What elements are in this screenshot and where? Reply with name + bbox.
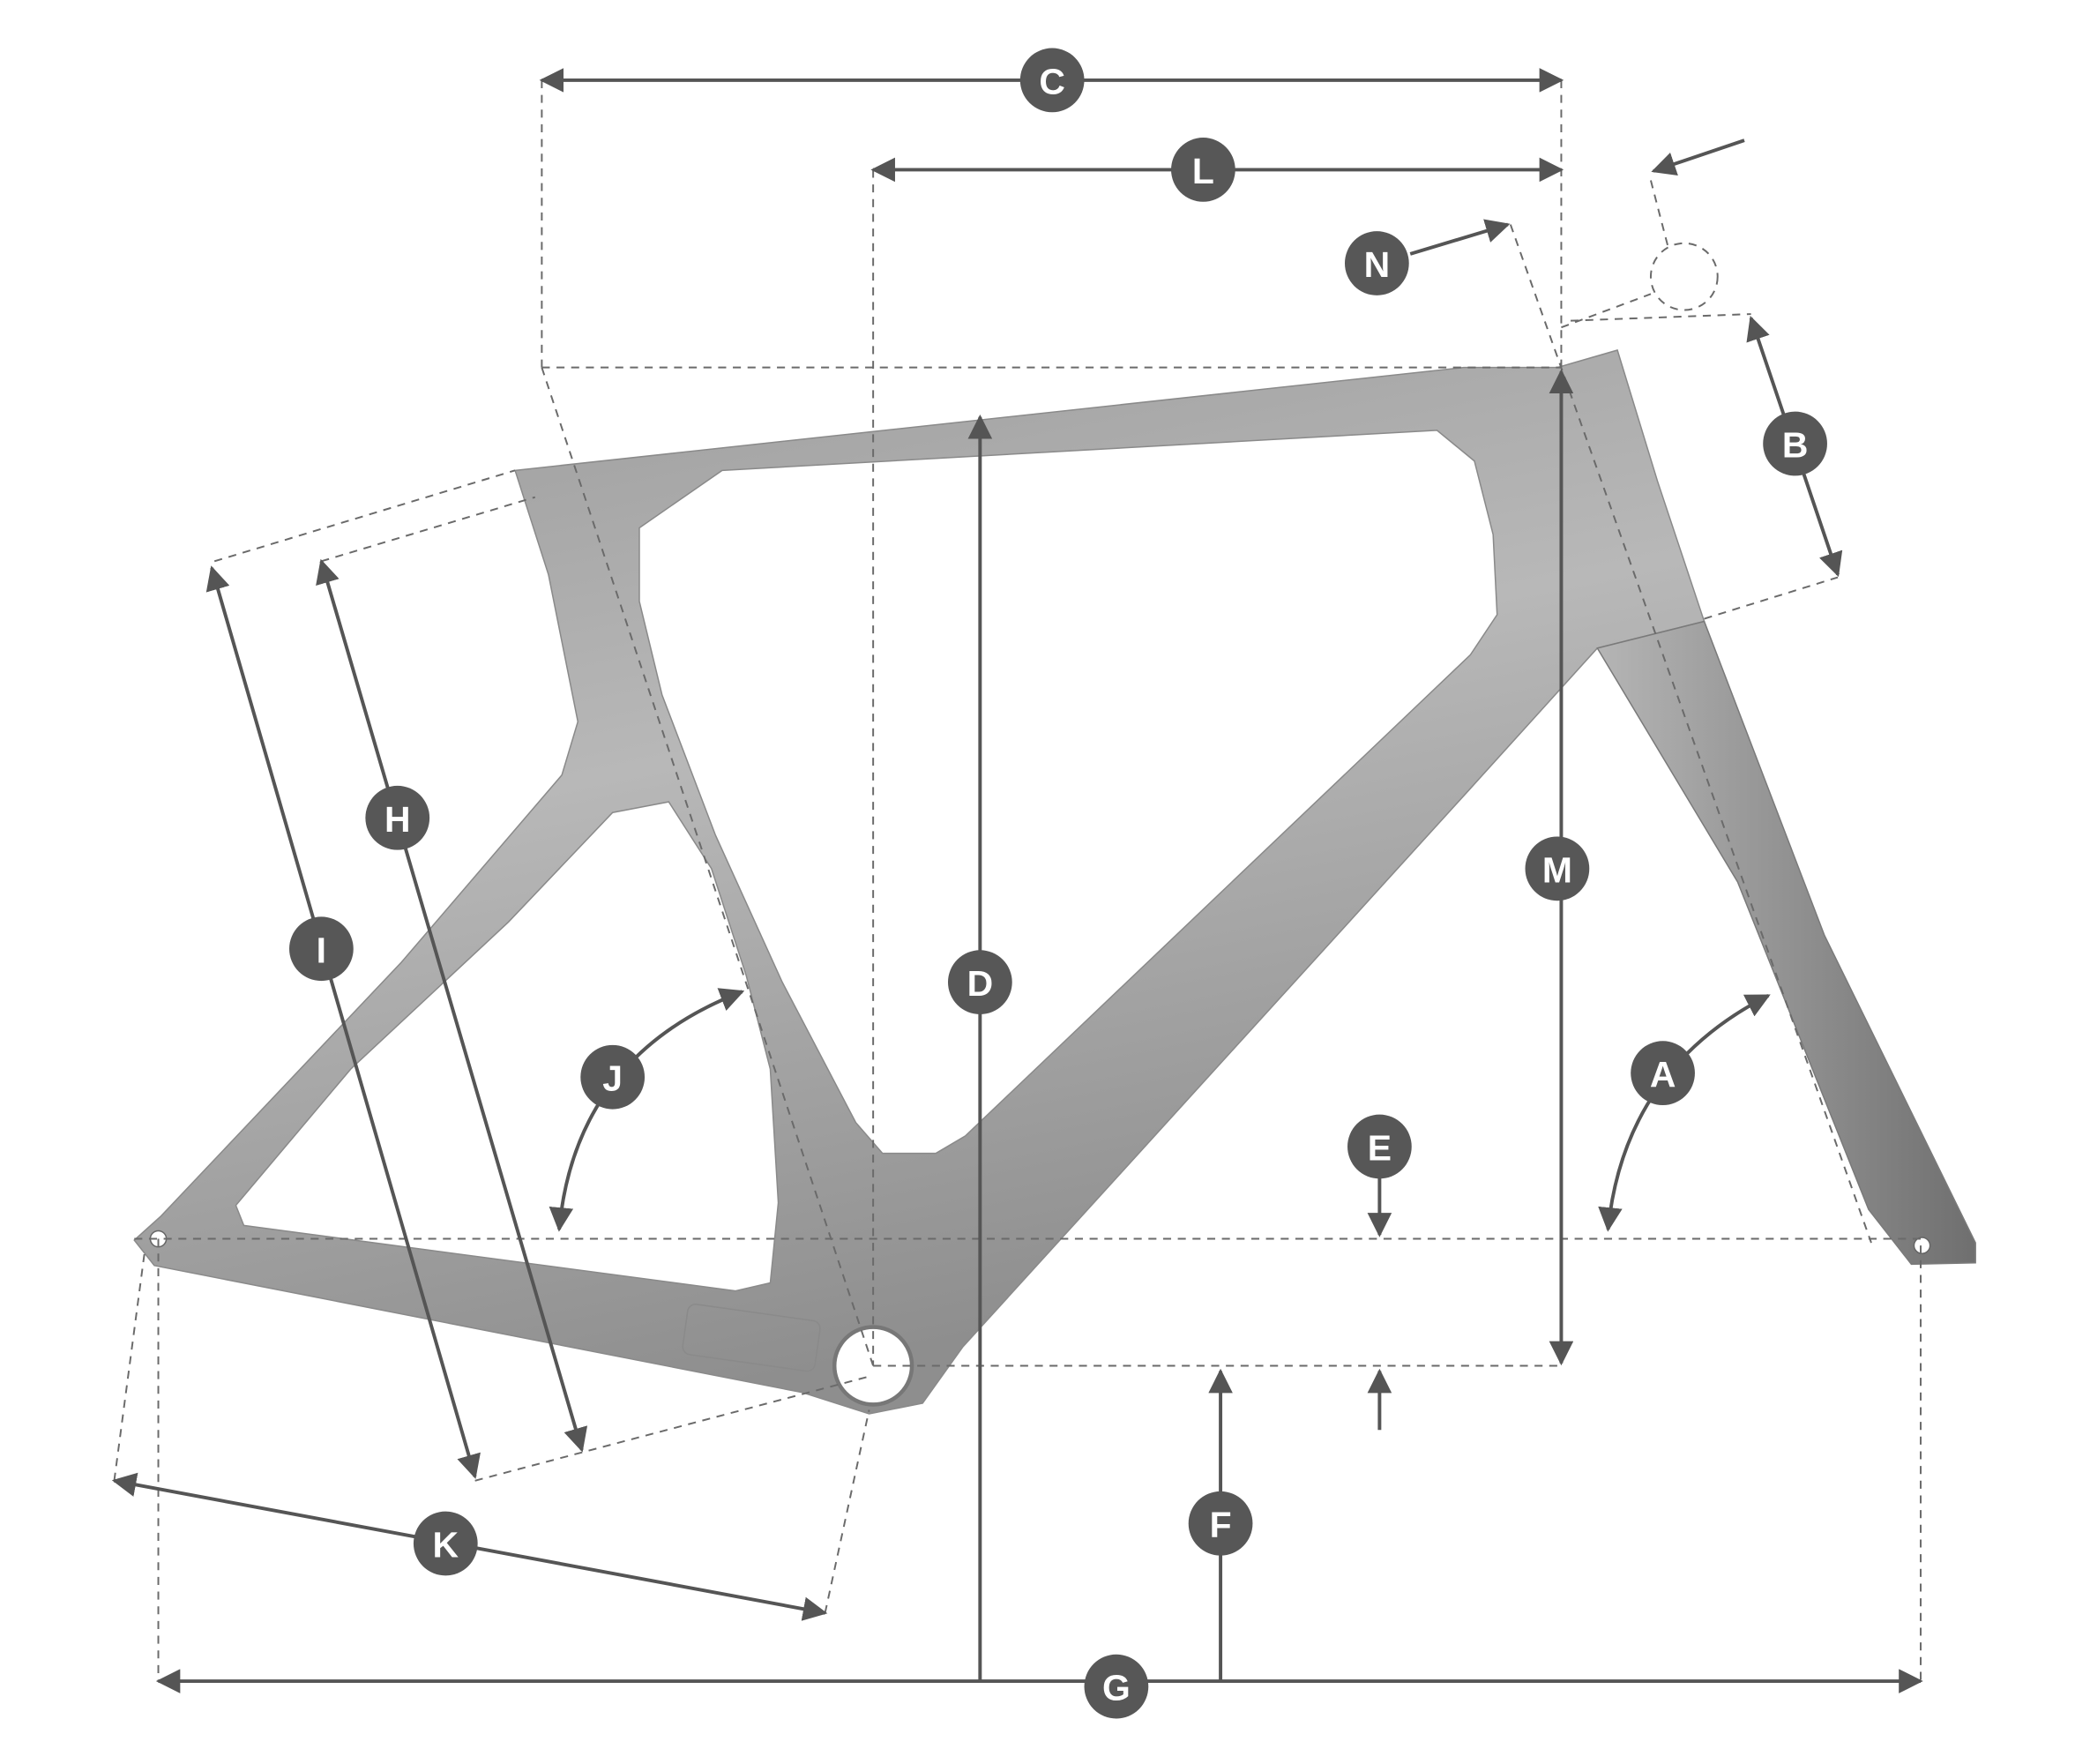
svg-text:B: B: [1782, 425, 1809, 466]
svg-text:F: F: [1210, 1505, 1232, 1545]
label-c: C: [1019, 48, 1085, 113]
label-h: H: [365, 785, 430, 850]
svg-text:D: D: [967, 963, 994, 1004]
bike-frame: [133, 349, 1706, 1415]
label-l: L: [1171, 138, 1235, 202]
label-f: F: [1188, 1491, 1253, 1556]
label-e: E: [1347, 1114, 1412, 1179]
label-i: I: [289, 916, 354, 982]
svg-text:L: L: [1192, 151, 1214, 191]
label-b: B: [1763, 411, 1827, 476]
label-g: G: [1084, 1654, 1149, 1719]
label-m: M: [1525, 836, 1590, 901]
front-dropout: [1913, 1237, 1931, 1254]
dimension-lines: [111, 68, 1923, 1693]
label-j: J: [580, 1044, 646, 1110]
label-a: A: [1631, 1041, 1695, 1106]
svg-text:N: N: [1364, 244, 1391, 285]
battery-cover: [682, 1304, 821, 1372]
reference-lines: [113, 79, 1925, 1682]
fork: [1596, 620, 1976, 1266]
svg-text:M: M: [1542, 849, 1572, 890]
label-n: N: [1344, 231, 1409, 295]
label-d: D: [947, 950, 1012, 1014]
svg-text:G: G: [1102, 1668, 1131, 1708]
svg-text:C: C: [1039, 61, 1065, 101]
label-k: K: [413, 1511, 478, 1576]
svg-text:I: I: [317, 930, 326, 970]
svg-text:H: H: [384, 799, 411, 840]
svg-text:A: A: [1650, 1054, 1676, 1095]
svg-text:J: J: [602, 1058, 623, 1099]
svg-text:K: K: [433, 1525, 459, 1566]
svg-text:E: E: [1368, 1128, 1392, 1169]
